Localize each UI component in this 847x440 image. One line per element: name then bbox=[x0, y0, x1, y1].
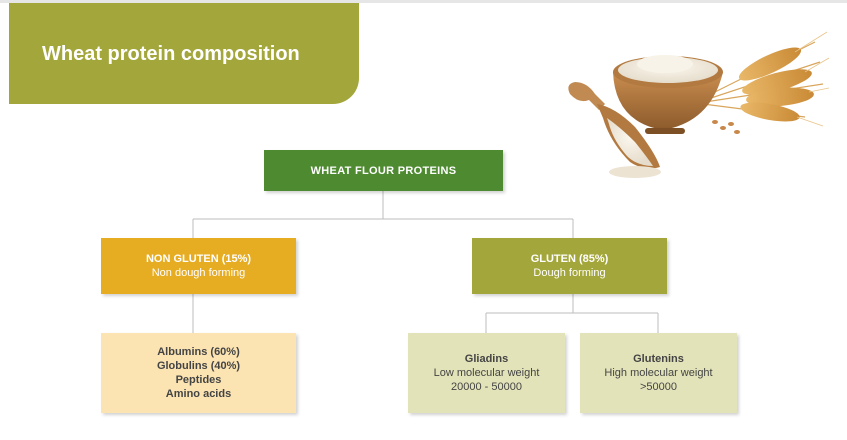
node-label: WHEAT FLOUR PROTEINS bbox=[310, 164, 457, 177]
node-detail: >50000 bbox=[639, 381, 677, 393]
node-detail: 20000 - 50000 bbox=[451, 381, 522, 393]
component-albumins: Albumins (60%) bbox=[157, 346, 240, 358]
node-non-gluten-components: Albumins (60%) Globulins (40%) Peptides … bbox=[101, 333, 296, 413]
component-globulins: Globulins (40%) bbox=[156, 360, 241, 372]
node-detail: High molecular weight bbox=[604, 367, 713, 379]
component-peptides: Peptides bbox=[175, 374, 222, 386]
page-title: Wheat protein composition bbox=[42, 43, 300, 65]
node-label: NON GLUTEN (15%) bbox=[145, 253, 252, 265]
top-divider bbox=[0, 0, 847, 3]
node-label: Glutenins bbox=[633, 353, 684, 365]
node-detail: Low molecular weight bbox=[433, 367, 540, 379]
node-sublabel: Non dough forming bbox=[151, 267, 246, 279]
node-label: GLUTEN (85%) bbox=[530, 253, 609, 265]
node-wheat-flour-proteins: WHEAT FLOUR PROTEINS bbox=[264, 150, 503, 191]
node-sublabel: Dough forming bbox=[533, 267, 606, 279]
node-glutenins: Glutenins High molecular weight >50000 bbox=[580, 333, 737, 413]
component-amino-acids: Amino acids bbox=[165, 388, 232, 400]
node-label: Gliadins bbox=[464, 353, 509, 365]
node-gluten: GLUTEN (85%) Dough forming bbox=[472, 238, 667, 294]
node-gliadins: Gliadins Low molecular weight 20000 - 50… bbox=[408, 333, 565, 413]
node-non-gluten: NON GLUTEN (15%) Non dough forming bbox=[101, 238, 296, 294]
flour-bowl-wheat-icon bbox=[568, 31, 830, 178]
title-banner: Wheat protein composition bbox=[9, 3, 359, 104]
